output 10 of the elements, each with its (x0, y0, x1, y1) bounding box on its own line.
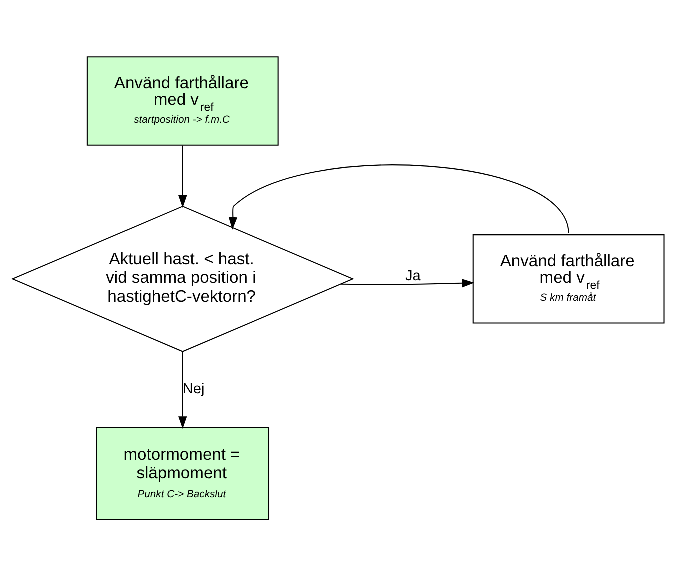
edge-label: Nej (182, 380, 205, 397)
arrow (228, 164, 570, 234)
node-diamond: Aktuell hast. < hast. vid samma position i hastighetC-vektorn? (11, 205, 354, 352)
arrow (178, 351, 188, 429)
edge-label: Ja (406, 268, 421, 284)
node-box: Använd farthållare med v$_{ref}$ startposition -> f.m.C (86, 56, 279, 146)
node-box: Använd farthållare med v$_{ref}$ S km framåt (472, 234, 665, 324)
node-box: motormoment = släpmoment Punkt C-> Backslut (96, 426, 270, 520)
arrow (341, 278, 475, 288)
arrow (178, 145, 188, 208)
